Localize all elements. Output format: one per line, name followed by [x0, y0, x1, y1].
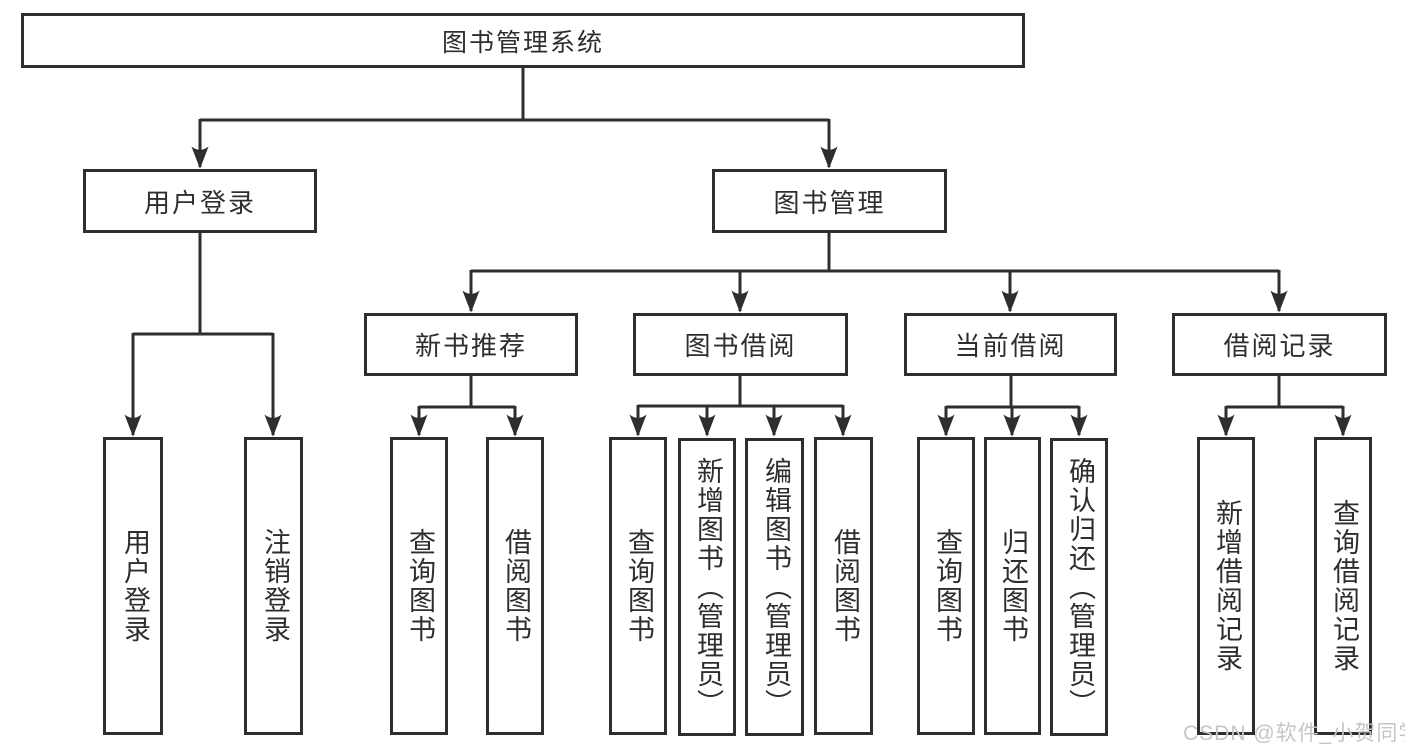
connector-book-management-trunk	[471, 233, 1279, 273]
connector-book-borrowing-trunk	[638, 376, 843, 408]
connector-current-borrowing-trunk	[946, 376, 1079, 409]
node-current-borrowing: 当前借阅	[904, 313, 1117, 376]
leaf-current-confirm-return-admin: 确认归还（管理员）	[1050, 438, 1108, 736]
leaf-borrowing-add-admin: 新增图书（管理员）	[678, 438, 736, 736]
node-new-books: 新书推荐	[364, 313, 578, 376]
node-borrowing-records: 借阅记录	[1172, 313, 1387, 376]
leaf-current-search: 查询图书	[917, 437, 975, 735]
node-book-management: 图书管理	[712, 169, 947, 233]
leaf-borrowing-search: 查询图书	[609, 437, 667, 735]
leaf-records-add: 新增借阅记录	[1197, 437, 1255, 735]
csdn-watermark: CSDN @软件_小贺同学	[1183, 722, 1405, 745]
leaf-logout: 注销登录	[244, 437, 303, 735]
leaf-borrowing-edit-admin: 编辑图书（管理员）	[745, 438, 804, 736]
leaf-records-search: 查询借阅记录	[1314, 437, 1372, 735]
leaf-user-login: 用户登录	[103, 437, 163, 735]
leaf-newbooks-search: 查询图书	[390, 437, 448, 735]
connector-borrowing-records-trunk	[1226, 376, 1343, 409]
leaf-current-return: 归还图书	[984, 437, 1041, 735]
connector-root-trunk	[200, 68, 829, 122]
leaf-newbooks-borrow: 借阅图书	[486, 437, 544, 735]
connector-user-login-trunk	[133, 233, 273, 336]
node-user-login: 用户登录	[83, 169, 317, 233]
node-book-borrowing: 图书借阅	[633, 313, 848, 376]
node-root: 图书管理系统	[21, 13, 1025, 68]
leaf-borrowing-borrow: 借阅图书	[814, 437, 873, 735]
connector-new-books-trunk	[419, 376, 515, 409]
